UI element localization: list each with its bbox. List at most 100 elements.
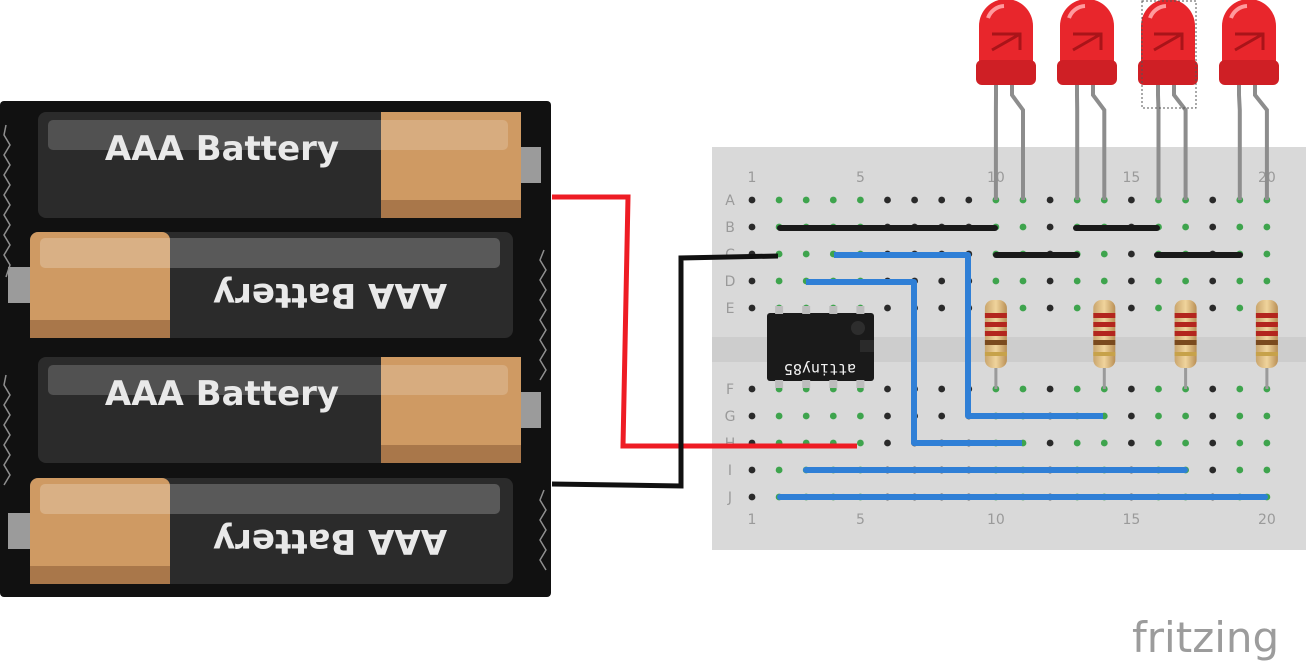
breadboard-hole[interactable] xyxy=(1263,250,1271,258)
breadboard-hole[interactable] xyxy=(1046,277,1054,285)
breadboard-hole[interactable] xyxy=(748,304,756,312)
breadboard-hole[interactable] xyxy=(911,196,918,204)
breadboard-hole[interactable] xyxy=(748,385,756,393)
breadboard-hole[interactable] xyxy=(1046,223,1054,231)
breadboard-hole[interactable] xyxy=(1128,196,1135,204)
breadboard-hole[interactable] xyxy=(1236,412,1244,420)
breadboard-hole[interactable] xyxy=(1263,277,1271,285)
breadboard-hole[interactable] xyxy=(1155,439,1162,447)
breadboard-hole[interactable] xyxy=(1100,277,1108,285)
breadboard-hole[interactable] xyxy=(1019,223,1027,231)
attiny85-chip[interactable]: attiny85 xyxy=(767,306,874,388)
breadboard-hole[interactable] xyxy=(1209,277,1217,285)
breadboard-hole[interactable] xyxy=(1128,412,1135,420)
breadboard-hole[interactable] xyxy=(775,412,783,420)
led[interactable] xyxy=(976,0,1036,200)
resistor[interactable] xyxy=(1093,300,1116,389)
breadboard-hole[interactable] xyxy=(802,250,810,258)
breadboard-hole[interactable] xyxy=(1209,439,1217,447)
breadboard-hole[interactable] xyxy=(802,412,810,420)
breadboard-hole[interactable] xyxy=(857,439,864,447)
breadboard-hole[interactable] xyxy=(775,277,783,285)
breadboard-hole[interactable] xyxy=(775,466,783,474)
breadboard-hole[interactable] xyxy=(1236,223,1244,231)
resistor[interactable] xyxy=(1174,300,1197,389)
breadboard-hole[interactable] xyxy=(1209,385,1217,393)
resistor[interactable] xyxy=(1255,300,1278,389)
spring-right-mid xyxy=(539,249,547,381)
breadboard-hole[interactable] xyxy=(1073,277,1081,285)
breadboard-hole[interactable] xyxy=(1182,412,1189,420)
breadboard-hole[interactable] xyxy=(1073,439,1081,447)
breadboard-hole[interactable] xyxy=(1128,304,1135,312)
breadboard-hole[interactable] xyxy=(748,223,756,231)
breadboard-hole[interactable] xyxy=(1236,385,1244,393)
breadboard-hole[interactable] xyxy=(1209,223,1217,231)
breadboard-hole[interactable] xyxy=(829,412,837,420)
breadboard-hole[interactable] xyxy=(884,196,891,204)
breadboard-hole[interactable] xyxy=(938,304,946,312)
breadboard-hole[interactable] xyxy=(1209,196,1217,204)
breadboard-hole[interactable] xyxy=(1236,277,1244,285)
breadboard-hole[interactable] xyxy=(1100,439,1108,447)
breadboard-hole[interactable] xyxy=(829,196,837,204)
breadboard-hole[interactable] xyxy=(884,385,891,393)
breadboard-hole[interactable] xyxy=(748,493,756,501)
breadboard-hole[interactable] xyxy=(1046,439,1054,447)
breadboard-hole[interactable] xyxy=(1263,412,1271,420)
breadboard-hole[interactable] xyxy=(1155,304,1162,312)
breadboard-hole[interactable] xyxy=(965,196,973,204)
column-number-bottom: 20 xyxy=(1258,512,1276,528)
breadboard-hole[interactable] xyxy=(1073,304,1081,312)
breadboard-hole[interactable] xyxy=(857,412,864,420)
resistor[interactable] xyxy=(984,300,1007,389)
breadboard-hole[interactable] xyxy=(802,196,810,204)
spring-left-bottom xyxy=(3,374,11,486)
breadboard-hole[interactable] xyxy=(1236,304,1244,312)
breadboard-hole[interactable] xyxy=(884,439,891,447)
breadboard-hole[interactable] xyxy=(884,412,891,420)
breadboard-hole[interactable] xyxy=(1209,304,1217,312)
breadboard-hole[interactable] xyxy=(1209,466,1217,474)
breadboard-hole[interactable] xyxy=(1128,250,1135,258)
breadboard-hole[interactable] xyxy=(1155,385,1162,393)
led[interactable] xyxy=(1138,0,1198,200)
breadboard-hole[interactable] xyxy=(1236,466,1244,474)
led[interactable] xyxy=(1057,0,1117,200)
breadboard-hole[interactable] xyxy=(1128,385,1135,393)
breadboard-hole[interactable] xyxy=(1046,304,1054,312)
breadboard-hole[interactable] xyxy=(1263,466,1271,474)
breadboard-hole[interactable] xyxy=(938,385,946,393)
breadboard-hole[interactable] xyxy=(1209,412,1217,420)
breadboard-hole[interactable] xyxy=(775,196,783,204)
breadboard-hole[interactable] xyxy=(938,412,946,420)
breadboard-hole[interactable] xyxy=(1263,439,1271,447)
breadboard-hole[interactable] xyxy=(1128,439,1135,447)
breadboard-hole[interactable] xyxy=(748,412,756,420)
breadboard-hole[interactable] xyxy=(1073,385,1081,393)
breadboard-hole[interactable] xyxy=(938,196,946,204)
breadboard-hole[interactable] xyxy=(1019,385,1027,393)
breadboard-hole[interactable] xyxy=(1182,277,1189,285)
breadboard-hole[interactable] xyxy=(1182,223,1189,231)
breadboard-hole[interactable] xyxy=(1019,304,1027,312)
breadboard-hole[interactable] xyxy=(1263,223,1271,231)
breadboard-hole[interactable] xyxy=(748,466,756,474)
breadboard-hole[interactable] xyxy=(1155,412,1162,420)
breadboard-hole[interactable] xyxy=(1046,196,1054,204)
breadboard-hole[interactable] xyxy=(857,196,864,204)
breadboard-hole[interactable] xyxy=(1155,277,1162,285)
breadboard-hole[interactable] xyxy=(1046,385,1054,393)
breadboard-hole[interactable] xyxy=(1100,250,1108,258)
breadboard-hole[interactable] xyxy=(748,277,756,285)
breadboard-hole[interactable] xyxy=(1128,277,1135,285)
led[interactable] xyxy=(1219,0,1279,200)
breadboard-hole[interactable] xyxy=(1182,439,1189,447)
breadboard-hole[interactable] xyxy=(1019,277,1027,285)
breadboard-hole[interactable] xyxy=(1236,439,1244,447)
breadboard-hole[interactable] xyxy=(884,304,891,312)
breadboard-hole[interactable] xyxy=(938,277,946,285)
breadboard-hole[interactable] xyxy=(992,277,1000,285)
breadboard-hole[interactable] xyxy=(748,196,756,204)
